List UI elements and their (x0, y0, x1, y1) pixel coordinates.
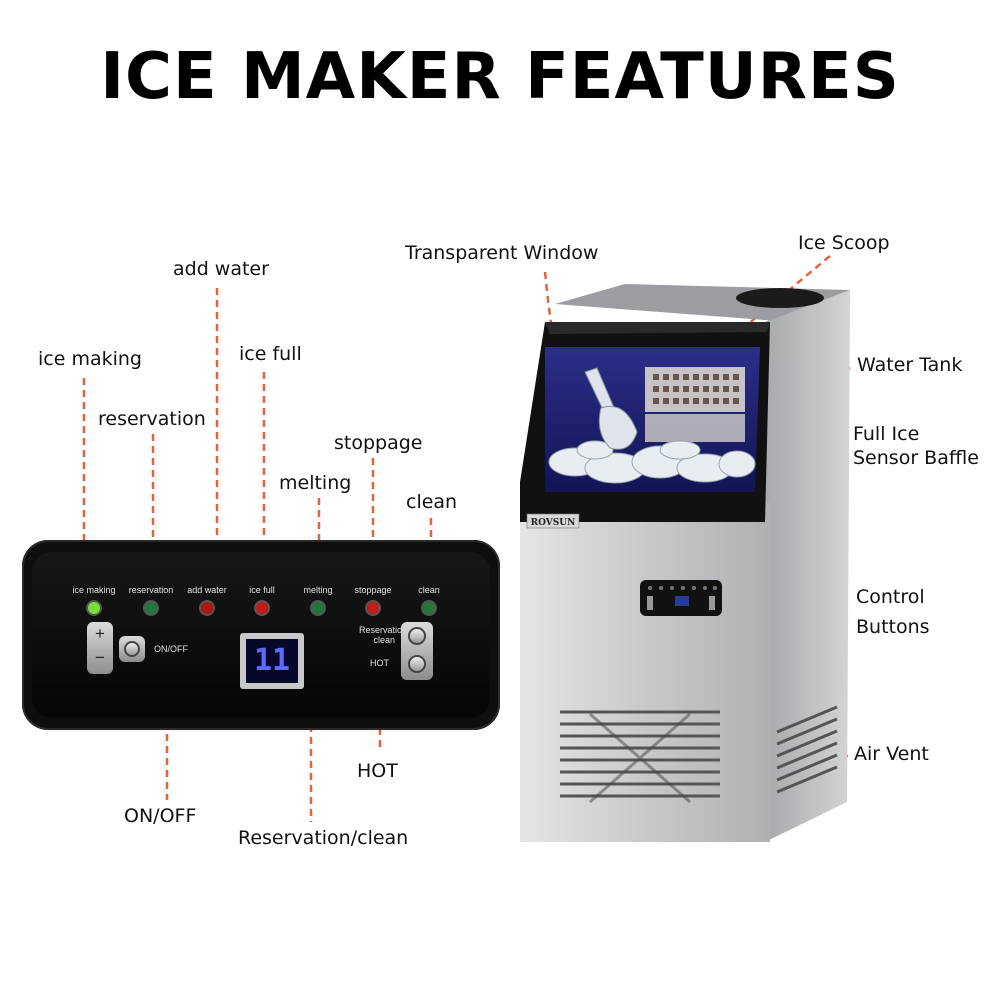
reservation-clean-panel-label: Reservation/ clean (359, 625, 410, 645)
fan-shadow (589, 712, 691, 804)
led-reservation (145, 602, 157, 614)
reservation-hot-buttons (401, 622, 433, 680)
led-ice-making (88, 602, 100, 614)
display-digits: 11 (246, 639, 298, 683)
label-on-off: ON/OFF (124, 805, 197, 827)
label-add-water: add water (173, 258, 269, 280)
water-tank-grid (645, 367, 745, 412)
control-panel: ice making reservation add water ice ful… (22, 540, 500, 730)
label-hot: HOT (357, 760, 398, 782)
label-ice-making: ice making (38, 348, 142, 370)
label-full-ice-line1: Full Ice (853, 423, 920, 445)
side-air-vent (776, 705, 838, 794)
ice-pile (548, 440, 756, 484)
label-control-line1: Control (856, 586, 925, 608)
ice-scoop-shape (584, 367, 638, 450)
digital-display: 11 (240, 633, 304, 689)
page-title: ICE MAKER FEATURES (100, 40, 900, 114)
brand-plate (526, 513, 580, 529)
label-air-vent: Air Vent (854, 743, 929, 765)
indicator-label-add-water: add water (187, 585, 227, 595)
indicator-label-melting: melting (303, 585, 333, 595)
indicator-label-clean: clean (418, 585, 440, 595)
minus-button[interactable]: − (95, 648, 105, 667)
indicator-label-ice-full: ice full (249, 585, 275, 595)
label-stoppage: stoppage (334, 432, 423, 454)
label-transparent-window: Transparent Window (405, 242, 599, 264)
plus-button[interactable]: + (95, 624, 105, 643)
plus-minus-buttons: + − (87, 622, 113, 674)
label-full-ice-line2: Sensor Baffle (853, 447, 979, 469)
sensor-baffle (645, 414, 745, 442)
led-clean (423, 602, 435, 614)
led-add-water (201, 602, 213, 614)
scoop-holder (736, 288, 824, 308)
on-off-button[interactable] (119, 636, 145, 662)
indicator-label-stoppage: stoppage (354, 585, 392, 595)
machine-control-dots (647, 586, 717, 610)
control-panel-face: ice making reservation add water ice ful… (32, 552, 490, 718)
machine-side (765, 290, 850, 842)
machine-front (520, 502, 770, 842)
label-ice-scoop: Ice Scoop (798, 232, 890, 254)
label-water-tank: Water Tank (857, 354, 963, 376)
indicator-label-ice-making: ice making (72, 585, 116, 595)
on-off-panel-label: ON/OFF (154, 644, 188, 654)
ice-machine-illustration: ROVSUN (520, 284, 850, 842)
label-reservation: reservation (98, 408, 206, 430)
label-melting: melting (279, 472, 352, 494)
window-lid-handle (545, 322, 770, 334)
label-ice-full: ice full (239, 343, 302, 365)
hot-button[interactable] (408, 655, 426, 673)
line-transparent-window (543, 271, 554, 331)
label-full-ice-sensor: Full Ice Sensor Baffle (853, 422, 979, 470)
hot-panel-label: HOT (370, 658, 389, 668)
front-air-vent (560, 710, 720, 798)
indicator-label-reservation: reservation (128, 585, 174, 595)
label-control-buttons: Control Buttons (856, 582, 930, 642)
reservation-clean-button[interactable] (408, 627, 426, 645)
on-off-circle-icon (124, 641, 140, 657)
led-stoppage (367, 602, 379, 614)
brand-logo: ROVSUN (531, 518, 576, 528)
label-reservation-clean: Reservation/clean (238, 827, 409, 849)
led-ice-full (256, 602, 268, 614)
label-control-line2: Buttons (856, 616, 930, 638)
label-clean: clean (406, 491, 458, 513)
led-melting (312, 602, 324, 614)
